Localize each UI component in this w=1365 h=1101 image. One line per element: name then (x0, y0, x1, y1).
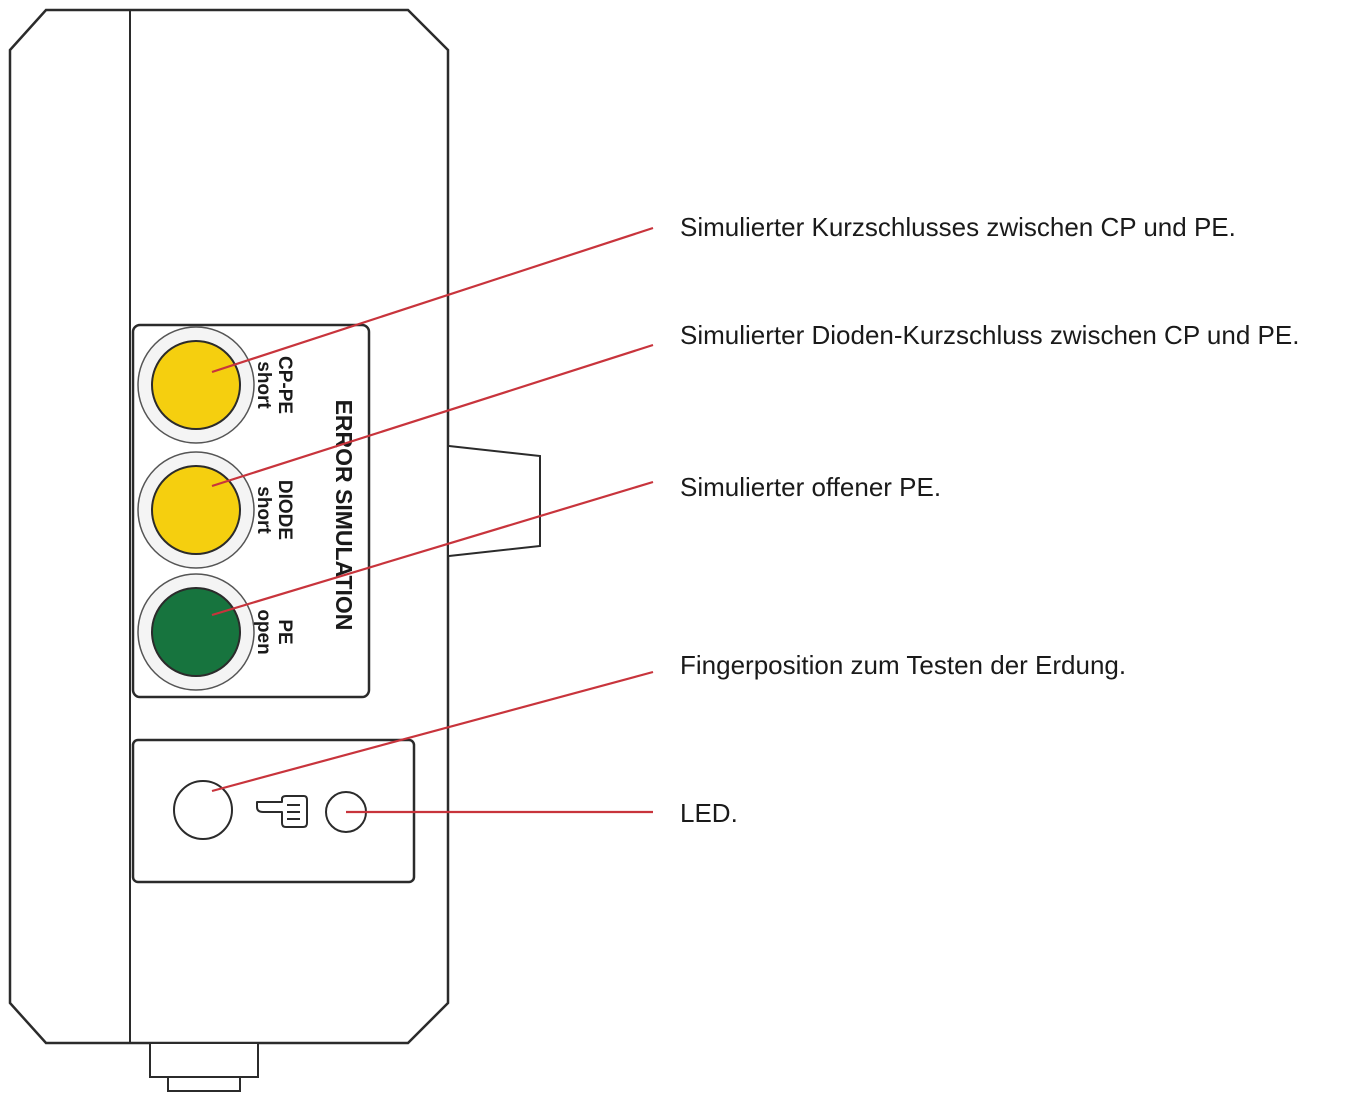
leader-line-pe-open (211, 480, 654, 617)
pe-open-label: open (253, 609, 274, 654)
pe-label: PE (274, 619, 295, 644)
side-connector (448, 445, 541, 557)
callout-cp-pe-short: Simulierter Kurzschlusses zwischen CP un… (680, 212, 1236, 242)
bottom-connector (149, 1042, 259, 1078)
error-simulation-title: ERROR SIMULATION (331, 400, 357, 631)
diode-short-label: short (253, 486, 274, 534)
cp-pe-short-button[interactable] (137, 326, 255, 444)
callout-pe-open: Simulierter offener PE. (680, 472, 942, 502)
cp-pe-short-label: short (253, 361, 274, 409)
diode-short-button[interactable] (137, 451, 255, 569)
callout-diode-short: Simulierter Dioden-Kurzschluss zwischen … (680, 320, 1300, 350)
callout-led: LED. (680, 798, 738, 828)
bottom-connector-tip (167, 1076, 241, 1092)
callout-finger-position: Fingerposition zum Testen der Erdung. (680, 650, 1127, 680)
finger-touch-point[interactable] (173, 780, 233, 840)
cp-pe-label: CP-PE (274, 356, 295, 414)
leader-line-cp-pe (211, 226, 654, 374)
leader-line-diode (211, 343, 654, 488)
diode-label: DIODE (274, 480, 295, 540)
pointing-hand-icon (256, 795, 308, 828)
leader-line-finger (211, 670, 654, 793)
pe-open-button[interactable] (137, 573, 255, 691)
